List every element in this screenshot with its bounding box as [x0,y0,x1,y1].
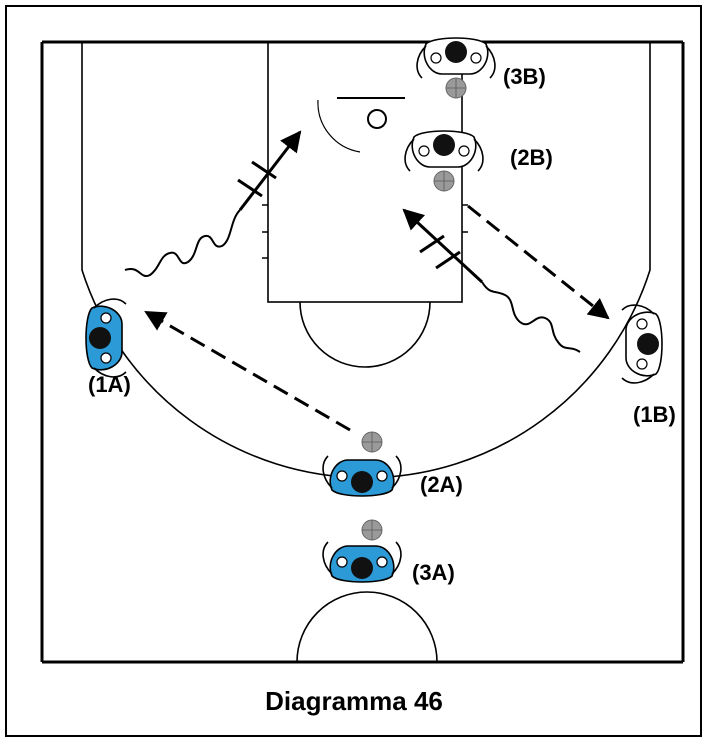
pass-arrow-2b-to-1b [467,204,610,320]
player-head [433,134,455,156]
player-2a: (2A) [322,431,463,497]
basketball-seams [362,520,382,540]
drive-arrow-1b [402,208,484,284]
player-figure [322,455,402,497]
player-label: (3A) [412,560,455,585]
player-hand [458,145,470,157]
player-arms [404,138,484,172]
player-3b: (3B) [416,37,546,99]
player-label: (2A) [420,472,463,497]
free-throw-circle [299,301,431,368]
player-figure [85,298,127,378]
paint-lane [267,41,463,303]
player-3a: (3A) [322,519,455,585]
player-arms [93,298,127,378]
player-head [351,471,373,493]
dribble-path-1b [481,281,581,353]
player-arms [621,304,655,384]
player-arms [322,541,402,575]
basketball-seams [362,432,382,452]
player-label: (1A) [88,372,131,397]
player-hand [636,358,648,370]
player-hand [336,470,348,482]
dribble-path-1a [124,209,241,278]
center-circle [296,591,438,663]
player-arms [416,45,496,79]
diagram-caption: Diagramma 46 [265,686,443,716]
drive-hash-1a-2 [251,160,277,180]
player-1b: (1B) [621,304,676,427]
restricted-area [317,99,361,153]
movements [124,130,610,432]
player-hand [336,556,348,568]
player-head [637,333,659,355]
player-hand [100,312,112,324]
player-hand [376,470,388,482]
drive-hash-1b-1 [419,234,445,254]
player-hand [430,52,442,64]
player-figure [404,130,484,172]
basketball-seams [434,171,454,191]
player-figure [322,541,402,583]
pass-arrow-2a-to-1a [144,310,351,432]
player-arms [322,455,402,489]
player-hand [470,52,482,64]
player-hand [418,145,430,157]
player-label: (2B) [510,145,553,170]
player-label: (1B) [633,402,676,427]
player-1a: (1A) [85,298,131,397]
player-label: (3B) [503,64,546,89]
three-point-arc [81,42,651,479]
player-hand [376,556,388,568]
player-head [445,41,467,63]
drive-arrow-1a [238,130,302,211]
basket-rim [367,109,387,129]
player-figure [416,37,496,79]
player-head [351,557,373,579]
player-hand [636,318,648,330]
player-hand [100,352,112,364]
player-head [89,327,111,349]
basketball-seams [446,78,466,98]
court [40,40,685,664]
drive-hash-1b-2 [435,250,461,270]
player-figure [621,304,663,384]
diagram-frame [5,5,702,737]
drive-hash-1a-1 [237,178,263,198]
player-2b: (2B) [404,130,553,192]
players-layer: (1A) (2A) (3A) (1B) (2B) (3B) [85,37,676,585]
